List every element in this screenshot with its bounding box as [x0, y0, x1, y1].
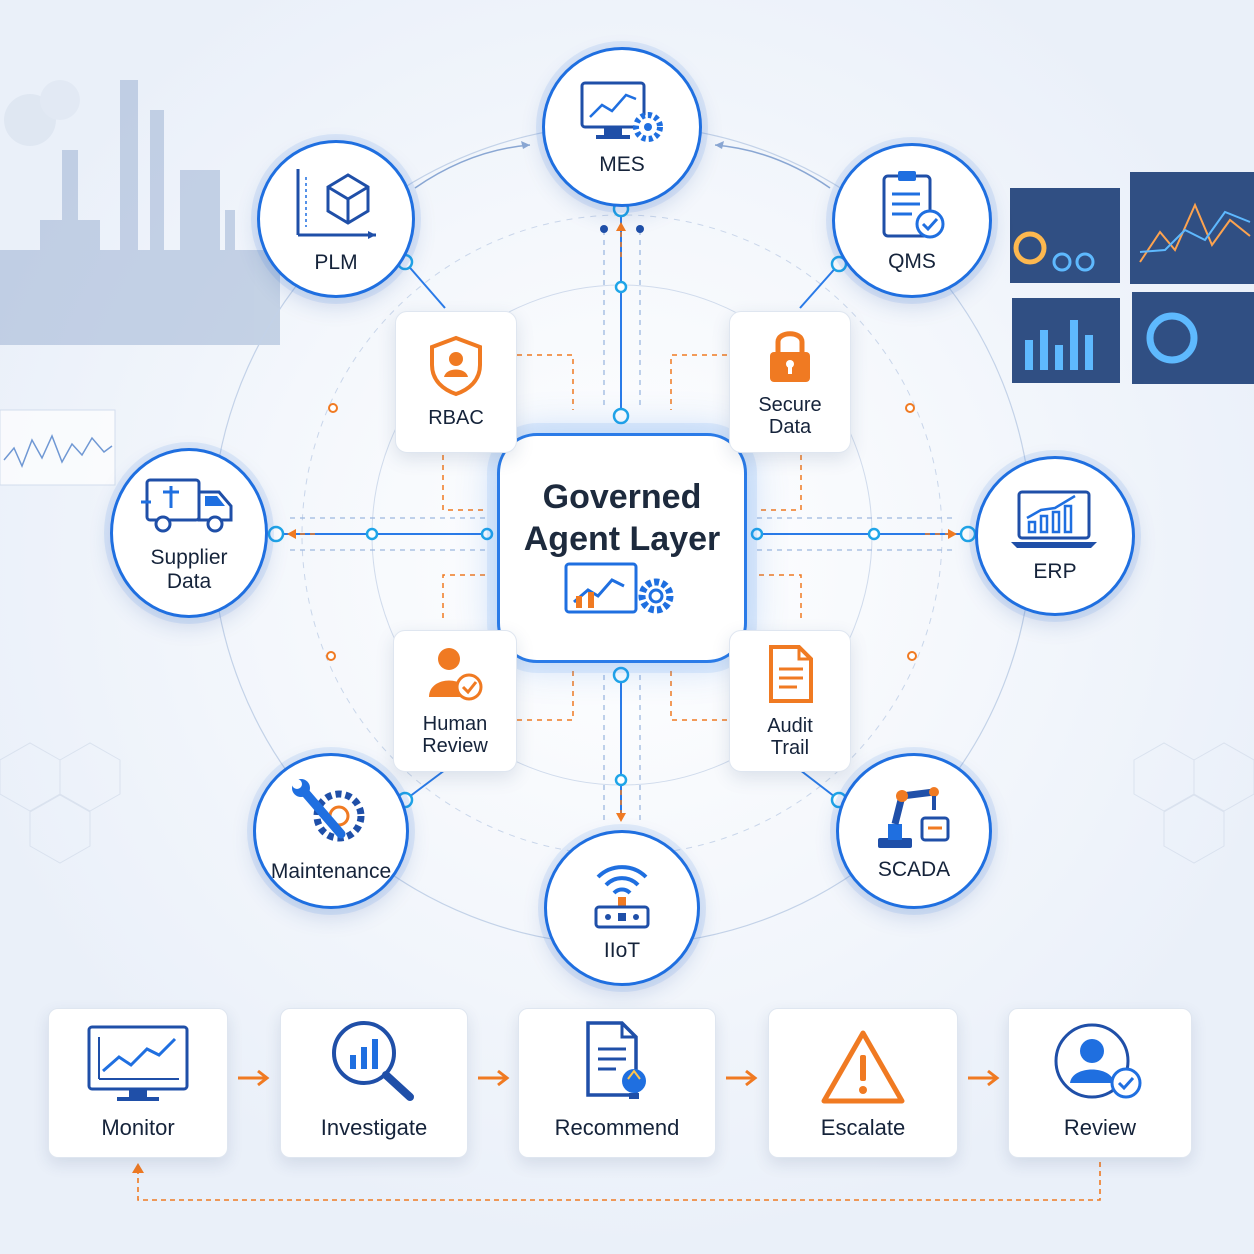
document-bulb-icon: [586, 1021, 646, 1099]
curve-arrow-right: [714, 144, 831, 189]
dashed-connectors: [290, 230, 955, 820]
node-qms[interactable]: QMS: [832, 143, 992, 298]
cube-blueprint-icon: [296, 169, 376, 239]
dashboard-screens: [1010, 172, 1254, 384]
wifi-sensor-icon: [594, 865, 650, 929]
node-supplier-data[interactable]: Supplier Data: [110, 448, 268, 618]
node-iiot[interactable]: IIoT: [544, 830, 700, 986]
feedback-loop-arrow: [137, 1162, 1101, 1201]
laptop-chart-icon: [1011, 490, 1097, 548]
node-label: Supplier Data: [150, 546, 228, 593]
shield-user-icon: [430, 335, 482, 397]
document-icon: [769, 645, 813, 703]
step-escalate[interactable]: Escalate: [768, 1008, 958, 1158]
control-secure-data[interactable]: Secure Data: [729, 311, 851, 453]
wrench-gear-icon: [292, 779, 365, 842]
arrow-right-icon: [478, 1069, 510, 1087]
left-chart-panel: [0, 409, 116, 486]
hex-grid: [0, 742, 1254, 864]
node-label: SCADA: [877, 858, 951, 881]
node-label: ERP: [1033, 560, 1077, 583]
truck-icon: [141, 478, 233, 533]
user-check-icon: [429, 648, 483, 701]
node-label: IIoT: [603, 939, 641, 962]
node-label: MES: [599, 153, 645, 176]
padlock-icon: [770, 331, 810, 382]
governed-agent-layer: Governed Agent Layer: [497, 433, 747, 663]
control-label: Human Review: [422, 713, 488, 757]
control-label: RBAC: [428, 407, 484, 429]
user-check-circle-icon: [1054, 1023, 1142, 1099]
clipboard-check-icon: [882, 170, 945, 238]
node-mes[interactable]: MES: [542, 47, 702, 207]
node-label: PLM: [314, 251, 358, 274]
refinery-illustration: [0, 80, 280, 345]
control-audit-trail[interactable]: Audit Trail: [729, 630, 851, 772]
step-recommend[interactable]: Recommend: [518, 1008, 716, 1158]
step-label: Investigate: [320, 1115, 428, 1140]
control-human-review[interactable]: Human Review: [393, 630, 517, 772]
control-label: Secure Data: [758, 394, 822, 438]
control-label: Audit Trail: [767, 715, 813, 759]
node-label: QMS: [888, 249, 936, 273]
center-title: Governed Agent Layer: [523, 478, 721, 558]
orange-dots: [326, 403, 917, 661]
step-label: Recommend: [554, 1115, 680, 1140]
node-maintenance[interactable]: Maintenance: [253, 753, 409, 909]
node-plm[interactable]: PLM: [257, 140, 415, 298]
node-label: Maintenance: [270, 860, 392, 883]
step-review[interactable]: Review: [1008, 1008, 1192, 1158]
orange-dashed-connectors: [290, 232, 955, 818]
step-monitor[interactable]: Monitor: [48, 1008, 228, 1158]
node-scada[interactable]: SCADA: [836, 753, 992, 909]
dashboard-gear-icon: [564, 562, 674, 614]
step-label: Monitor: [101, 1115, 175, 1140]
monitor-gear-icon: [580, 81, 663, 142]
warning-icon: [821, 1030, 905, 1104]
magnifier-chart-icon: [332, 1021, 414, 1101]
arrow-right-icon: [238, 1069, 270, 1087]
control-rbac[interactable]: RBAC: [395, 311, 517, 453]
arrow-right-icon: [968, 1069, 1000, 1087]
curve-arrow-left: [414, 144, 531, 189]
step-investigate[interactable]: Investigate: [280, 1008, 468, 1158]
step-label: Escalate: [820, 1115, 906, 1140]
step-label: Review: [1063, 1115, 1137, 1140]
arrow-right-icon: [726, 1069, 758, 1087]
monitor-chart-icon: [87, 1025, 189, 1101]
robot-arm-icon: [878, 787, 950, 848]
node-erp[interactable]: ERP: [975, 456, 1135, 616]
